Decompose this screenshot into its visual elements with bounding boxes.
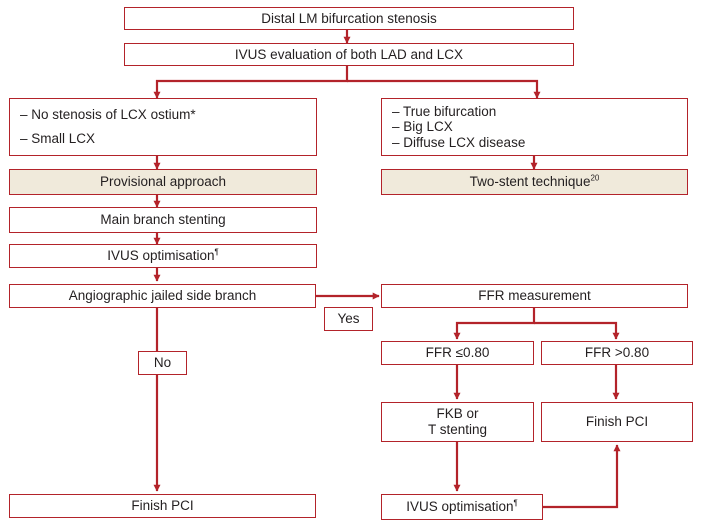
left-criterion-2: – Small LCX (20, 131, 96, 146)
root-box: Distal LM bifurcation stenosis (124, 7, 574, 30)
main-branch-stenting-text: Main branch stenting (100, 212, 226, 228)
arrow-ivus-split (153, 66, 349, 99)
ivus-optimisation-right-ref: ¶ (513, 498, 518, 508)
ffr-low-box: FFR ≤0.80 (381, 341, 534, 365)
ivus-optimisation-right-text: IVUS optimisation (406, 499, 514, 515)
arrow-ivus-split-right (347, 79, 541, 99)
right-criterion-3: – Diffuse LCX disease (392, 134, 526, 150)
no-label: No (153, 355, 172, 371)
ivus-optimisation-left-box: IVUS optimisation¶ (9, 244, 317, 268)
jailed-side-branch-box: Angiographic jailed side branch (9, 284, 316, 308)
ffr-high-text: FFR >0.80 (584, 345, 650, 361)
no-label-box: No (138, 351, 187, 375)
ivus-optimisation-right-box: IVUS optimisation¶ (381, 494, 543, 520)
t-stenting-text: T stenting (427, 422, 488, 437)
yes-label-box: Yes (324, 307, 373, 331)
provisional-approach-text: Provisional approach (99, 174, 227, 190)
finish-pci-left-text: Finish PCI (131, 498, 194, 514)
right-criteria-box: – True bifurcation – Big LCX – Diffuse L… (381, 98, 688, 156)
ffr-measurement-box: FFR measurement (381, 284, 688, 308)
arrow-ivusopt-to-finish (543, 444, 621, 509)
main-branch-stenting-box: Main branch stenting (9, 207, 317, 233)
left-criteria-box: – No stenosis of LCX ostium* – Small LCX (9, 98, 317, 156)
right-criterion-2: – Big LCX (392, 119, 453, 135)
ivus-optimisation-left-text: IVUS optimisation (107, 248, 215, 264)
fkb-text: FKB or (436, 406, 479, 422)
ivus-optimisation-left-ref: ¶ (214, 247, 219, 257)
finish-pci-left-box: Finish PCI (9, 494, 316, 518)
finish-pci-right-text: Finish PCI (585, 414, 649, 430)
jailed-side-branch-text: Angiographic jailed side branch (68, 288, 257, 304)
ffr-low-text: FFR ≤0.80 (425, 345, 490, 361)
root-text: Distal LM bifurcation stenosis (261, 10, 437, 26)
yes-label: Yes (337, 311, 360, 327)
provisional-approach-box: Provisional approach (9, 169, 317, 195)
ffr-measurement-text: FFR measurement (478, 288, 591, 304)
right-criterion-1: – True bifurcation (392, 103, 497, 119)
ffr-high-box: FFR >0.80 (541, 341, 693, 365)
two-stent-box: Two-stent technique20 (381, 169, 688, 195)
fkb-t-stenting-box: FKB or T stenting (381, 402, 534, 442)
arrow-ffr-split (453, 308, 536, 340)
finish-pci-right-box: Finish PCI (541, 402, 693, 442)
ivus-evaluation-box: IVUS evaluation of both LAD and LCX (124, 43, 574, 66)
arrow-ffr-split-right (534, 321, 620, 340)
ivus-evaluation-text: IVUS evaluation of both LAD and LCX (234, 46, 464, 62)
two-stent-ref: 20 (590, 173, 600, 183)
two-stent-text: Two-stent technique (469, 174, 591, 190)
left-criterion-1: – No stenosis of LCX ostium* (20, 107, 196, 123)
